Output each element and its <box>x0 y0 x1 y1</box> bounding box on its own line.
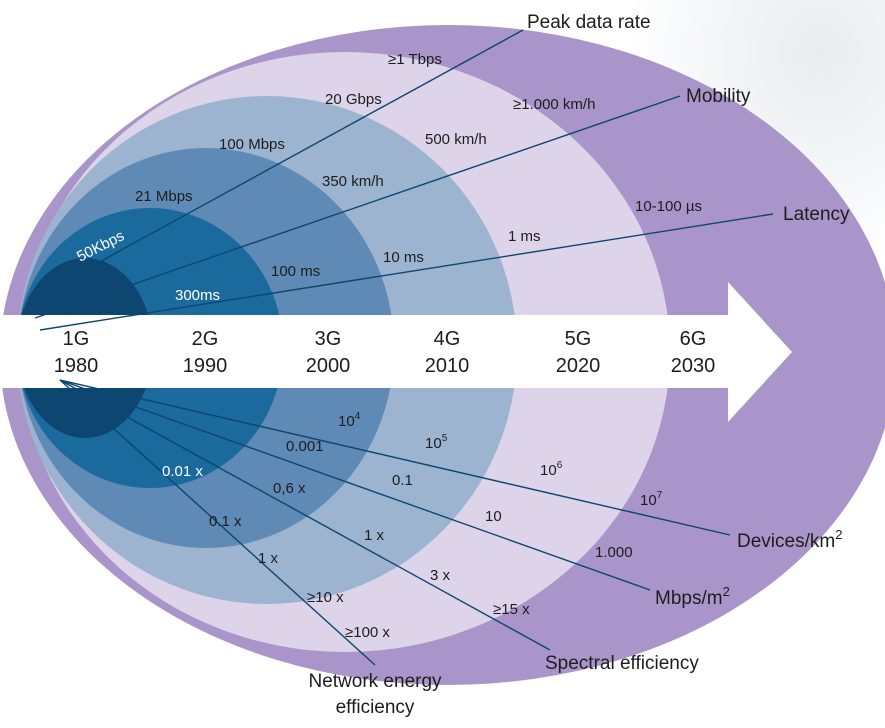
devices-6g-exp: 7 <box>657 490 663 501</box>
value-spectral-3g: 0,6 x <box>273 480 306 497</box>
mbps-label-sup: 2 <box>723 584 730 599</box>
axis-line-energy <box>59 379 376 666</box>
value-latency-6g: 10-100 µs <box>635 198 702 215</box>
axis-line-devices <box>59 379 731 536</box>
year-label-2000: 2000 <box>306 355 351 377</box>
axis-line-mbps <box>59 379 651 591</box>
devices-5g-base: 10 <box>540 462 557 479</box>
value-latency-5g: 1 ms <box>508 228 541 245</box>
devices-4g-base: 10 <box>425 435 442 452</box>
value-energy-3g: 1 x <box>258 550 279 567</box>
energy-values: 0.1 x 1 x ≥10 x ≥100 x <box>209 513 390 641</box>
axis-line-spectral <box>59 379 551 651</box>
value-mbps-6g: 1.000 <box>595 544 633 561</box>
gen-label-3g: 3G <box>315 328 342 350</box>
gen-label-4g: 4G <box>434 328 461 350</box>
value-spectral-2g: 0.01 x <box>162 463 203 480</box>
value-mbps-3g: 0.001 <box>286 438 324 455</box>
value-energy-6g: ≥100 x <box>345 624 390 641</box>
value-latency-4g: 10 ms <box>383 249 424 266</box>
value-devices-3g: 104 <box>338 411 361 430</box>
value-mobility-4g: 500 km/h <box>425 131 487 148</box>
devices-label-text: Devices/km <box>737 531 835 552</box>
year-label-2020: 2020 <box>556 355 601 377</box>
axis-label-energy-line1: Network energy <box>308 671 442 692</box>
timeline-arrow <box>0 282 792 422</box>
value-devices-4g: 105 <box>425 433 448 452</box>
devices-values: 104 105 106 107 <box>338 411 663 509</box>
axis-label-peak-data-rate: Peak data rate <box>527 12 651 33</box>
axis-label-mbps: Mbps/m2 <box>655 584 730 609</box>
latency-values: 300ms 100 ms 10 ms 1 ms 10-100 µs <box>175 198 702 304</box>
axis-lines <box>29 29 774 666</box>
axis-label-mobility: Mobility <box>686 86 751 107</box>
value-spectral-6g: ≥15 x <box>493 601 530 618</box>
mbps-label-text: Mbps/m <box>655 588 723 609</box>
axis-line-mobility <box>34 95 681 319</box>
value-energy-5g: ≥10 x <box>307 589 344 606</box>
value-latency-2g: 300ms <box>175 287 220 304</box>
value-spectral-5g: 3 x <box>430 567 451 584</box>
devices-3g-base: 10 <box>338 413 355 430</box>
year-label-1990: 1990 <box>183 355 228 377</box>
axis-label-energy-line2: efficiency <box>336 697 415 718</box>
value-peak-5g: 20 Gbps <box>325 91 382 108</box>
gen-label-2g: 2G <box>192 328 219 350</box>
value-mobility-3g: 350 km/h <box>322 173 384 190</box>
year-label-2030: 2030 <box>671 355 716 377</box>
axis-labels: Peak data rate Mobility Latency Devices/… <box>308 12 850 718</box>
value-mbps-5g: 10 <box>485 508 502 525</box>
year-label-1980: 1980 <box>54 355 99 377</box>
value-devices-5g: 106 <box>540 460 563 479</box>
value-peak-3g: 100 Mbps <box>219 136 285 153</box>
mobility-values: 350 km/h 500 km/h ≥1.000 km/h <box>322 96 595 190</box>
axis-line-latency <box>39 213 774 331</box>
devices-label-sup: 2 <box>835 527 842 542</box>
value-spectral-4g: 1 x <box>364 527 385 544</box>
axis-label-spectral: Spectral efficiency <box>545 653 699 674</box>
value-devices-6g: 107 <box>640 490 663 509</box>
devices-3g-exp: 4 <box>355 411 361 422</box>
devices-6g-base: 10 <box>640 492 657 509</box>
devices-5g-exp: 6 <box>557 460 563 471</box>
value-peak-2g: 21 Mbps <box>135 188 193 205</box>
mbps-values: 0.001 0.1 10 1.000 <box>286 438 633 561</box>
gen-label-1g: 1G <box>63 328 90 350</box>
axis-label-latency: Latency <box>783 204 850 225</box>
value-mbps-4g: 0.1 <box>392 472 413 489</box>
axis-line-peak-data-rate <box>29 29 524 301</box>
value-energy-2g: 0.1 x <box>209 513 242 530</box>
generation-labels: 1G 1980 2G 1990 3G 2000 4G 2010 5G 2020 … <box>54 328 716 377</box>
axis-label-devices: Devices/km2 <box>737 527 842 552</box>
gen-label-5g: 5G <box>565 328 592 350</box>
peak-data-rate-values: 50Kbps 21 Mbps 100 Mbps 20 Gbps ≥1 Tbps <box>74 51 442 266</box>
value-mobility-6g: ≥1.000 km/h <box>513 96 595 113</box>
gen-label-6g: 6G <box>680 328 707 350</box>
value-latency-3g: 100 ms <box>271 263 320 280</box>
value-peak-6g: ≥1 Tbps <box>388 51 442 68</box>
spectral-values: 0.01 x 0,6 x 1 x 3 x ≥15 x <box>162 463 530 618</box>
year-label-2010: 2010 <box>425 355 470 377</box>
devices-4g-exp: 5 <box>442 433 448 444</box>
